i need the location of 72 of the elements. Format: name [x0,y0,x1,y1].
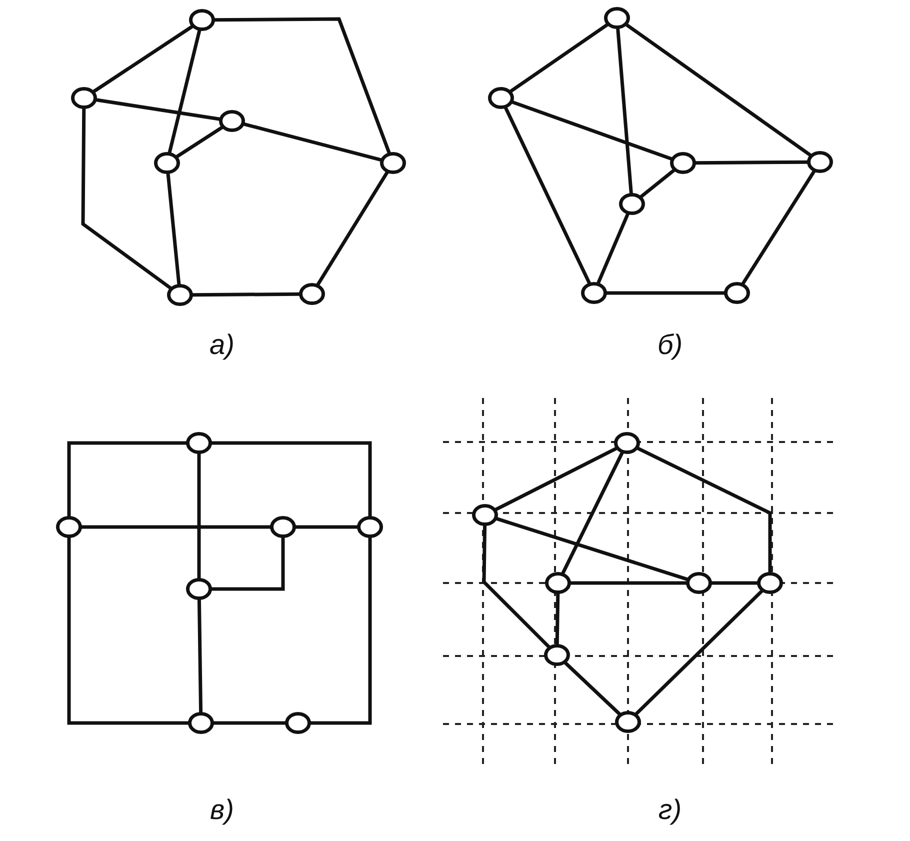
graph-vertex [380,152,406,174]
graph-edge [243,122,382,162]
graph-vertex [807,151,833,173]
graph-vertex [686,572,712,594]
graph-vertex [71,87,97,109]
graph-vertex [757,572,783,594]
graph-vertex [189,9,215,31]
graph-edge [695,160,808,165]
graph-edge [310,538,372,725]
panel-label: б) [657,331,683,359]
graph-edge [564,662,621,716]
graph-edge [712,581,758,585]
graph-vertex [724,282,750,304]
graph-vertex [604,7,630,29]
panel-label: в) [210,796,234,824]
graph-vertex [615,711,641,733]
graph-vertex [188,712,214,734]
graph-edge [197,599,203,713]
graph-edge [197,454,201,578]
graph-vertex [670,152,696,174]
panel-label: г) [658,796,682,824]
graph-vertex [270,516,296,538]
graph-edge [168,30,202,154]
graph-edge [92,25,194,93]
graph-edge [626,23,812,157]
graph-vertex [299,283,325,305]
graph-vertex [186,578,212,600]
graph-edge [67,441,186,516]
graph-vertex [357,516,383,538]
graph-edge [82,525,270,529]
graph-edge [596,213,630,284]
graph-edge [67,538,188,725]
graph-vertex [154,152,180,174]
graph-edge [212,538,285,591]
graph-edge [640,168,676,198]
graph-edge [81,108,172,290]
panel-label: а) [210,331,234,359]
graph-edge [616,28,633,194]
graph-vertex [285,712,311,734]
graph-edge [316,171,389,286]
graph-vertex [581,282,607,304]
graph-vertex [219,110,245,132]
graph-vertex [544,644,570,666]
graph-edge [512,100,672,161]
graph-vertex [472,504,498,526]
graph-vertex [619,193,645,215]
graph-edge [176,126,224,158]
graph-edge [496,517,688,581]
graph-vertex [186,432,212,454]
graph-edge [192,292,300,297]
graph-edge [166,173,181,285]
graph-edge [634,590,764,716]
graph-edge [637,446,772,572]
graph-vertex [56,516,82,538]
graph-vertex [545,572,571,594]
graph-edge [510,23,608,93]
graph-edge [606,291,724,295]
graph-vertex [167,284,193,306]
graph-edge [296,525,358,529]
graph-edge [96,98,220,121]
graph-edge [570,581,686,585]
graph-edge [482,525,550,648]
graph-edge [555,593,560,645]
graph-edge [741,170,816,285]
graph-edge [214,721,286,725]
graph-vertex [614,432,640,454]
graph-edge [214,17,391,154]
graph-edge [504,106,591,284]
graph-edge [561,452,624,574]
graph-vertex [488,87,514,109]
graph-edge [212,441,372,516]
graph-edge [494,446,618,512]
